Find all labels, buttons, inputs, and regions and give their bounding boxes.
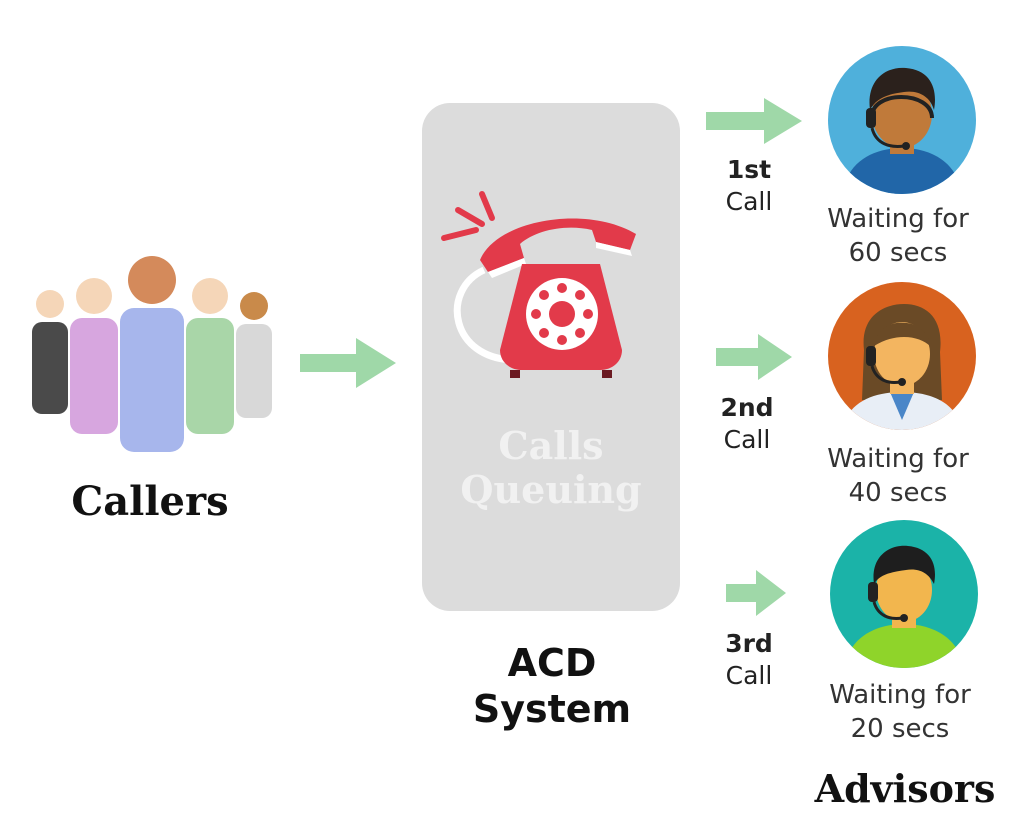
- advisor-male-headset-icon: [830, 520, 978, 668]
- telephone-icon: [441, 191, 636, 378]
- wait-text: Waiting for: [827, 444, 969, 474]
- arrow-right-icon: [300, 338, 396, 388]
- callers-label: Callers: [71, 478, 229, 525]
- queue-line-2: Queuing: [460, 467, 642, 512]
- wait-duration: 40 secs: [848, 478, 948, 508]
- arrow-right-icon: [706, 98, 802, 144]
- wait-label-3: Waiting for 20 secs: [800, 678, 1000, 746]
- acd-label-line-2: System: [472, 687, 632, 731]
- wait-text: Waiting for: [827, 204, 969, 234]
- advisor-female-headset-icon: [828, 282, 976, 430]
- wait-text: Waiting for: [829, 680, 971, 710]
- call-word: Call: [725, 187, 773, 216]
- wait-duration: 20 secs: [850, 714, 950, 744]
- arrow-right-icon: [726, 570, 786, 616]
- advisors-label: Advisors: [814, 766, 996, 811]
- call-order: 1st: [726, 155, 772, 184]
- call-order: 3rd: [725, 629, 773, 658]
- call-word: Call: [723, 425, 771, 454]
- wait-label-2: Waiting for 40 secs: [798, 442, 998, 510]
- call-order: 2nd: [720, 393, 774, 422]
- call-label-1: 1st Call: [704, 154, 794, 218]
- calls-queuing-text: Calls Queuing: [422, 424, 680, 512]
- advisor-male-headset-icon: [828, 46, 976, 194]
- call-label-2: 2nd Call: [702, 392, 792, 456]
- arrow-right-icon: [716, 334, 792, 380]
- acd-system-label: ACD System: [442, 640, 662, 732]
- call-word: Call: [725, 661, 773, 690]
- wait-label-1: Waiting for 60 secs: [798, 202, 998, 270]
- queue-line-1: Calls: [498, 423, 604, 468]
- call-label-3: 3rd Call: [704, 628, 794, 692]
- wait-duration: 60 secs: [848, 238, 948, 268]
- callers-group-icon: [32, 256, 272, 452]
- acd-label-line-1: ACD: [507, 641, 597, 685]
